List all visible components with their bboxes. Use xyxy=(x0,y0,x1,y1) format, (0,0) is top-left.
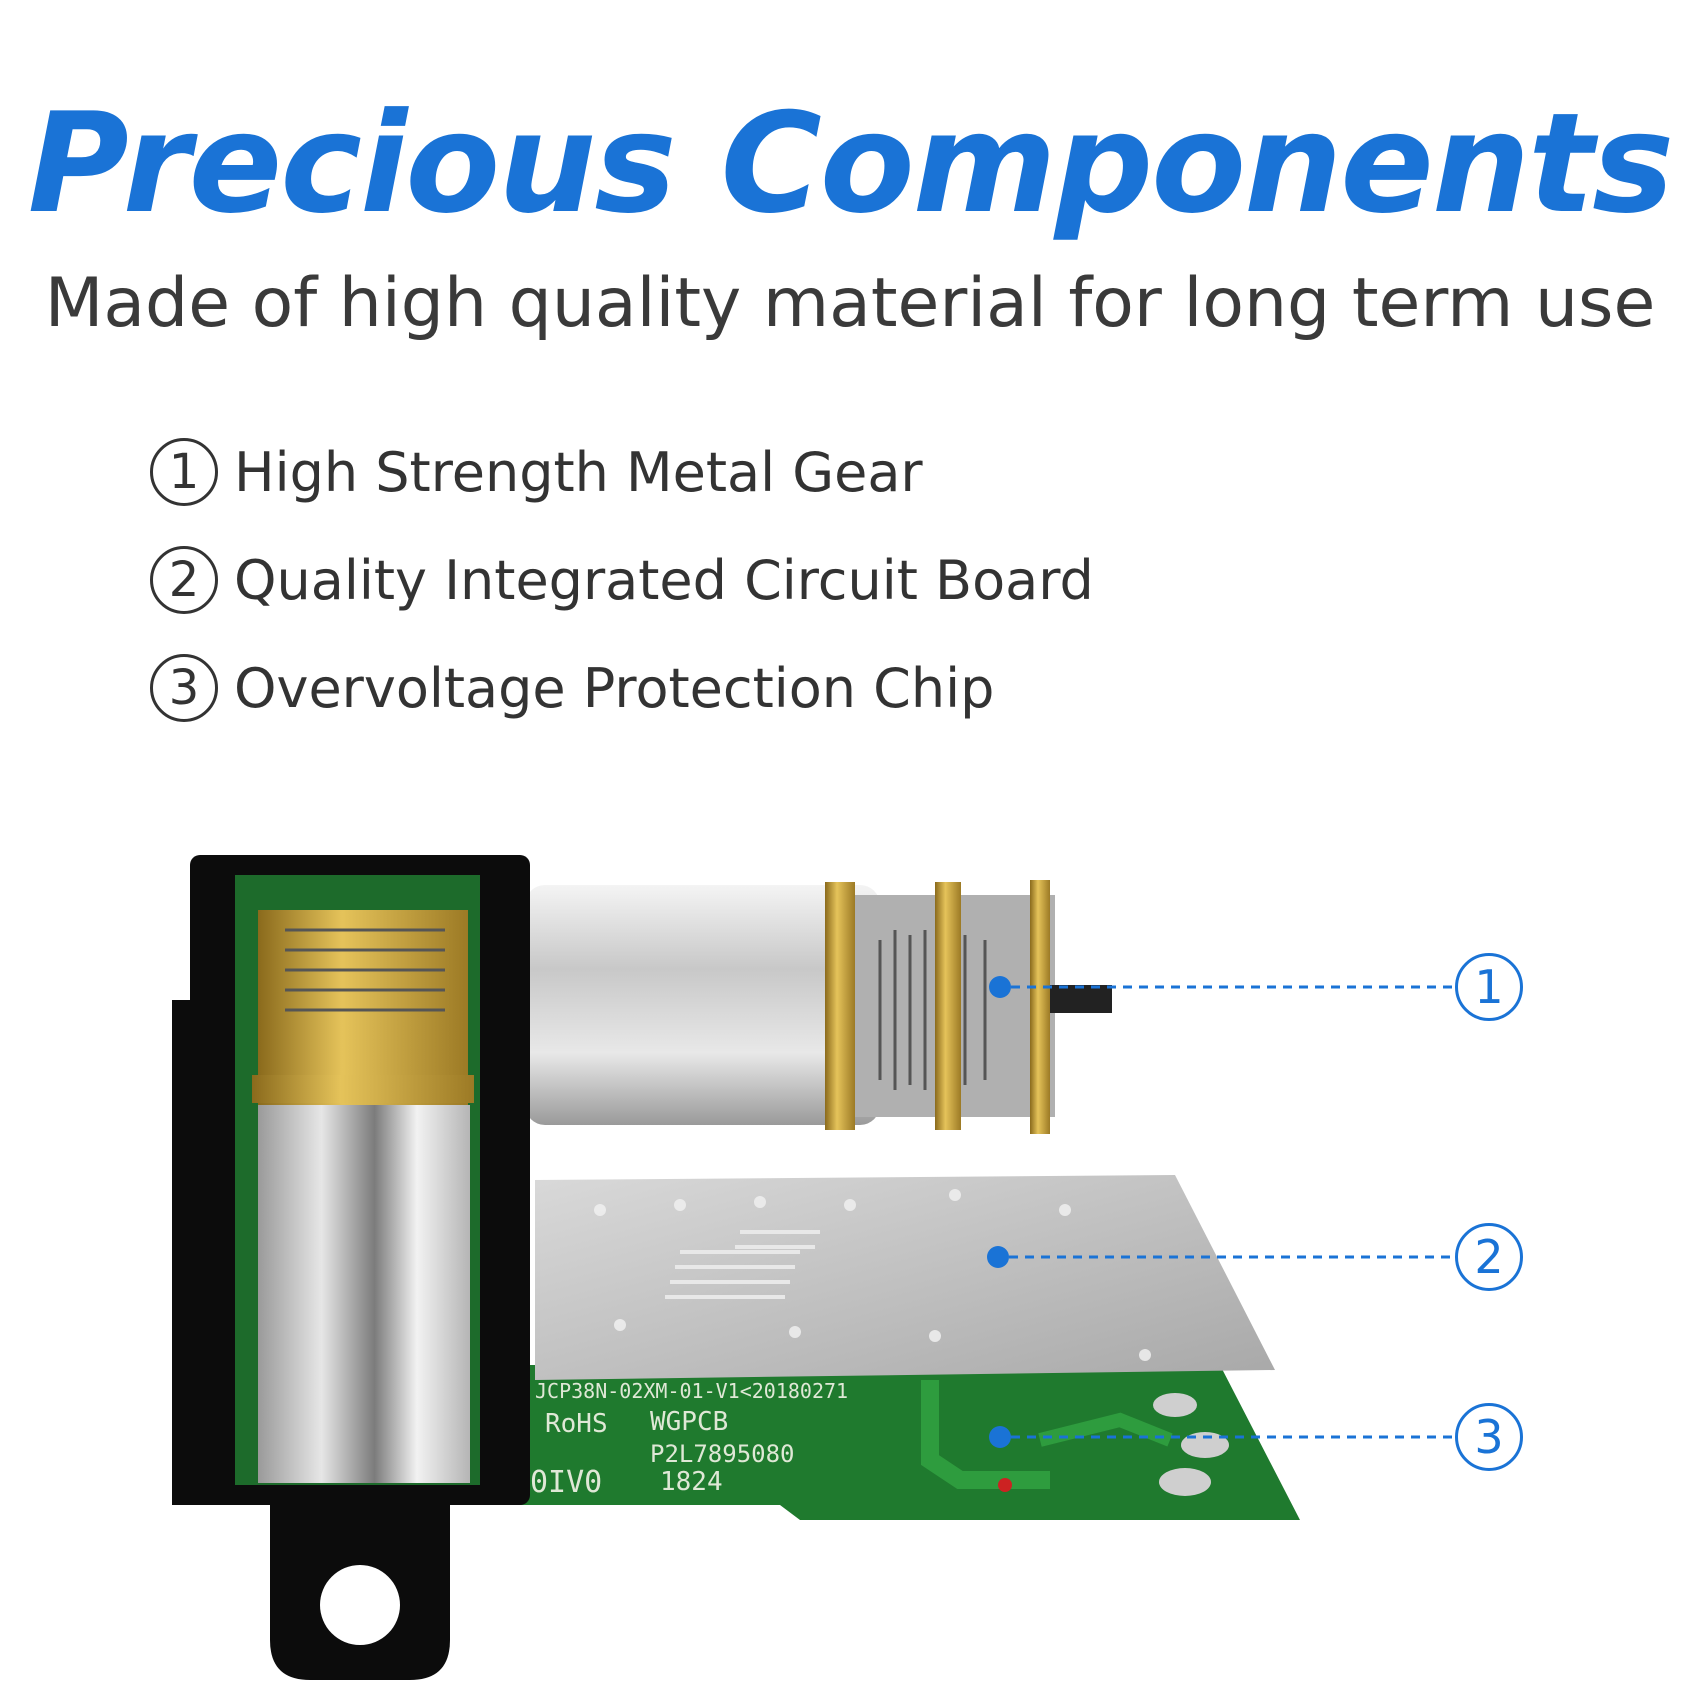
svg-text:JCP38N-02XM-01-V1<20180271: JCP38N-02XM-01-V1<20180271 xyxy=(535,1379,848,1403)
motor-housing xyxy=(172,855,530,1680)
svg-text:RoHS: RoHS xyxy=(545,1409,608,1439)
subheadline: Made of high quality material for long t… xyxy=(44,264,1656,343)
svg-text:WGPCB: WGPCB xyxy=(650,1407,728,1437)
solder-pad xyxy=(1153,1393,1197,1417)
shield-plate xyxy=(535,1175,1275,1380)
svg-text:P2L7895080: P2L7895080 xyxy=(650,1440,795,1468)
feature-label: Quality Integrated Circuit Board xyxy=(234,548,1094,612)
feature-item-protection-chip: 3 Overvoltage Protection Chip xyxy=(150,648,994,728)
feature-label: High Strength Metal Gear xyxy=(234,440,923,504)
pcb-markings: JCP38N-02XM-01-V1<20180271 WGPCB RoHS P2… xyxy=(530,1379,848,1500)
feature-number: 3 xyxy=(150,654,218,722)
feature-number: 1 xyxy=(150,438,218,506)
feature-number: 2 xyxy=(150,546,218,614)
headline: Precious Components xyxy=(27,83,1675,244)
component-diagram: JCP38N-02XM-01-V1<20180271 WGPCB RoHS P2… xyxy=(172,855,1455,1680)
circuit-board xyxy=(520,1365,1300,1520)
gear-motor xyxy=(525,880,1112,1134)
callout-marker-3: 3 xyxy=(1455,1403,1523,1471)
product-illustration: JCP38N-02XM-01-V1<20180271 WGPCB RoHS P2… xyxy=(0,820,1700,1700)
callout-connectors xyxy=(987,976,1455,1448)
feature-item-metal-gear: 1 High Strength Metal Gear xyxy=(150,432,923,512)
solder-pad xyxy=(1159,1468,1211,1496)
callout-marker-1: 1 xyxy=(1455,953,1523,1021)
feature-item-circuit-board: 2 Quality Integrated Circuit Board xyxy=(150,540,1094,620)
callout-marker-2: 2 xyxy=(1455,1223,1523,1291)
feature-label: Overvoltage Protection Chip xyxy=(234,656,995,720)
svg-text:1824: 1824 xyxy=(660,1467,723,1497)
svg-text:0IV0: 0IV0 xyxy=(530,1465,602,1500)
